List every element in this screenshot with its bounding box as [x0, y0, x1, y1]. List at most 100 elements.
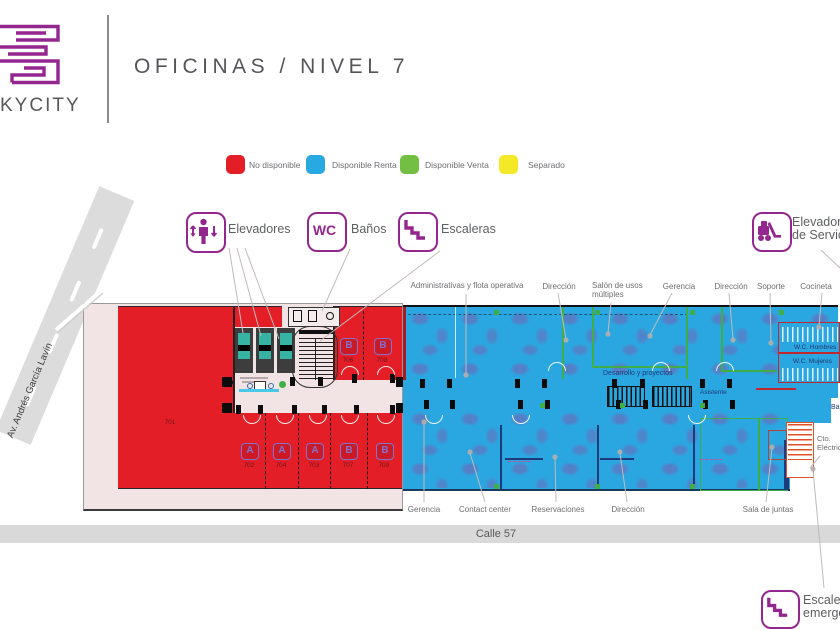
door-jamb [236, 405, 241, 414]
red-strip-above-elevators [233, 306, 282, 327]
wc-women-label: W.C. Mujeres [793, 358, 833, 365]
wall-white [455, 307, 456, 378]
stairs-glyph [767, 597, 788, 617]
plan-label-salon: Salón de usos múltiples [592, 281, 643, 299]
core-wc-fixture [293, 310, 302, 322]
wall [505, 458, 543, 460]
door-jamb [545, 400, 550, 409]
elevators-icon [186, 212, 226, 253]
legend-label: No disponible [249, 160, 301, 170]
door-jamb [390, 374, 395, 383]
elevators-label: Elevadores [228, 222, 291, 236]
door-jamb [424, 400, 429, 409]
plan-label-administrativas: Administrativas y flota operativa [410, 281, 524, 290]
door-jamb [292, 405, 297, 414]
dev-label: Desarrollo y proyectos [603, 370, 673, 377]
street-bottom-band [0, 525, 840, 543]
service-elevator-label-line2: de Servicio [792, 228, 840, 242]
emergency-stairs-icon [761, 590, 800, 629]
forklift-glyph [758, 221, 781, 241]
core-wall [233, 306, 235, 413]
wall-magenta-dash [508, 461, 530, 462]
wall [758, 418, 760, 491]
plan-label-direccion-1: Dirección [542, 282, 576, 291]
door-jamb [515, 379, 520, 388]
east-wing-red-edge [403, 307, 406, 380]
elevator-shaft-band [259, 345, 271, 351]
emergency-stairs-label-line1: Escalera [803, 593, 840, 607]
corridor-green-dot [279, 381, 286, 388]
wall [562, 307, 564, 379]
door-jamb [700, 379, 705, 388]
corridor-chair [268, 383, 274, 389]
red-wall-segment [756, 388, 796, 390]
door-jamb [390, 405, 395, 414]
header-divider [107, 15, 109, 123]
corridor-chair [247, 383, 253, 389]
legend-swatch-no-disponible [226, 155, 245, 174]
stairs-glyph [404, 220, 425, 240]
unit-number: 707 [342, 462, 354, 469]
unit-number: 702 [243, 462, 255, 469]
plan-label-direccion-2: Dirección [714, 282, 748, 291]
wc-stalls [782, 368, 838, 381]
elevator-shaft-band [238, 345, 250, 351]
legend-swatch-disponible-venta [400, 155, 419, 174]
service-elevator-icon [752, 212, 792, 252]
street-bottom-name: Calle 57 [475, 528, 517, 540]
wc-icon: WC [307, 212, 347, 252]
unit-701-block [118, 306, 233, 489]
unit-badge: A [306, 443, 324, 460]
unit-badge: A [273, 443, 291, 460]
wc-stalls [782, 327, 838, 342]
unit-number-large: 701 [164, 419, 176, 426]
core-wc-fixture-round [326, 312, 334, 320]
plan-label-sala-juntas: Sala de juntas [742, 505, 794, 514]
column [620, 403, 625, 408]
emergency-stairs-vestibule [768, 430, 787, 460]
stairs-icon [398, 212, 438, 252]
service-elevator-label-line1: Elevador [792, 215, 840, 229]
unit-divider [330, 413, 331, 489]
grid-dash-line [408, 314, 688, 315]
wall [693, 425, 695, 489]
unit-badge: A [241, 443, 259, 460]
wc-men-label: W.C. Hombres [794, 344, 837, 351]
wall [721, 307, 723, 371]
door-jamb [640, 379, 645, 388]
electrical-label-line1: Cto. [817, 434, 831, 443]
stairs-label: Escaleras [441, 222, 496, 236]
unit-divider [265, 413, 266, 489]
stairwell-top-bar [299, 330, 333, 334]
door-jamb [290, 377, 295, 386]
stairwell-treads [299, 338, 333, 380]
column [540, 403, 545, 408]
legend-label: Disponible Venta [425, 160, 489, 170]
stairwell-outline [292, 326, 338, 388]
door-jamb [612, 379, 617, 388]
wall [597, 425, 599, 489]
plan-label-contact-center: Contact center [458, 505, 512, 514]
column [700, 403, 705, 408]
unit-number: 703 [308, 462, 320, 469]
wall [500, 425, 502, 489]
wall-magenta-dash [700, 459, 722, 460]
emergency-stairs-treads [788, 424, 812, 460]
plan-label-gerencia-top: Gerencia [662, 282, 696, 291]
unit-number: 706 [342, 357, 354, 364]
door-jamb [643, 400, 648, 409]
door-jamb [730, 400, 735, 409]
column [595, 484, 600, 489]
lower-rooms [233, 413, 402, 489]
hatched-table [652, 386, 692, 407]
unit-badge: B [376, 443, 394, 460]
column [494, 310, 499, 315]
unit-divider [363, 306, 364, 380]
door-jamb [258, 405, 263, 414]
door-jamb [420, 379, 425, 388]
elevator-note [240, 377, 268, 379]
legend-swatch-disponible-renta [306, 155, 325, 174]
elevator-glyph [189, 218, 218, 244]
